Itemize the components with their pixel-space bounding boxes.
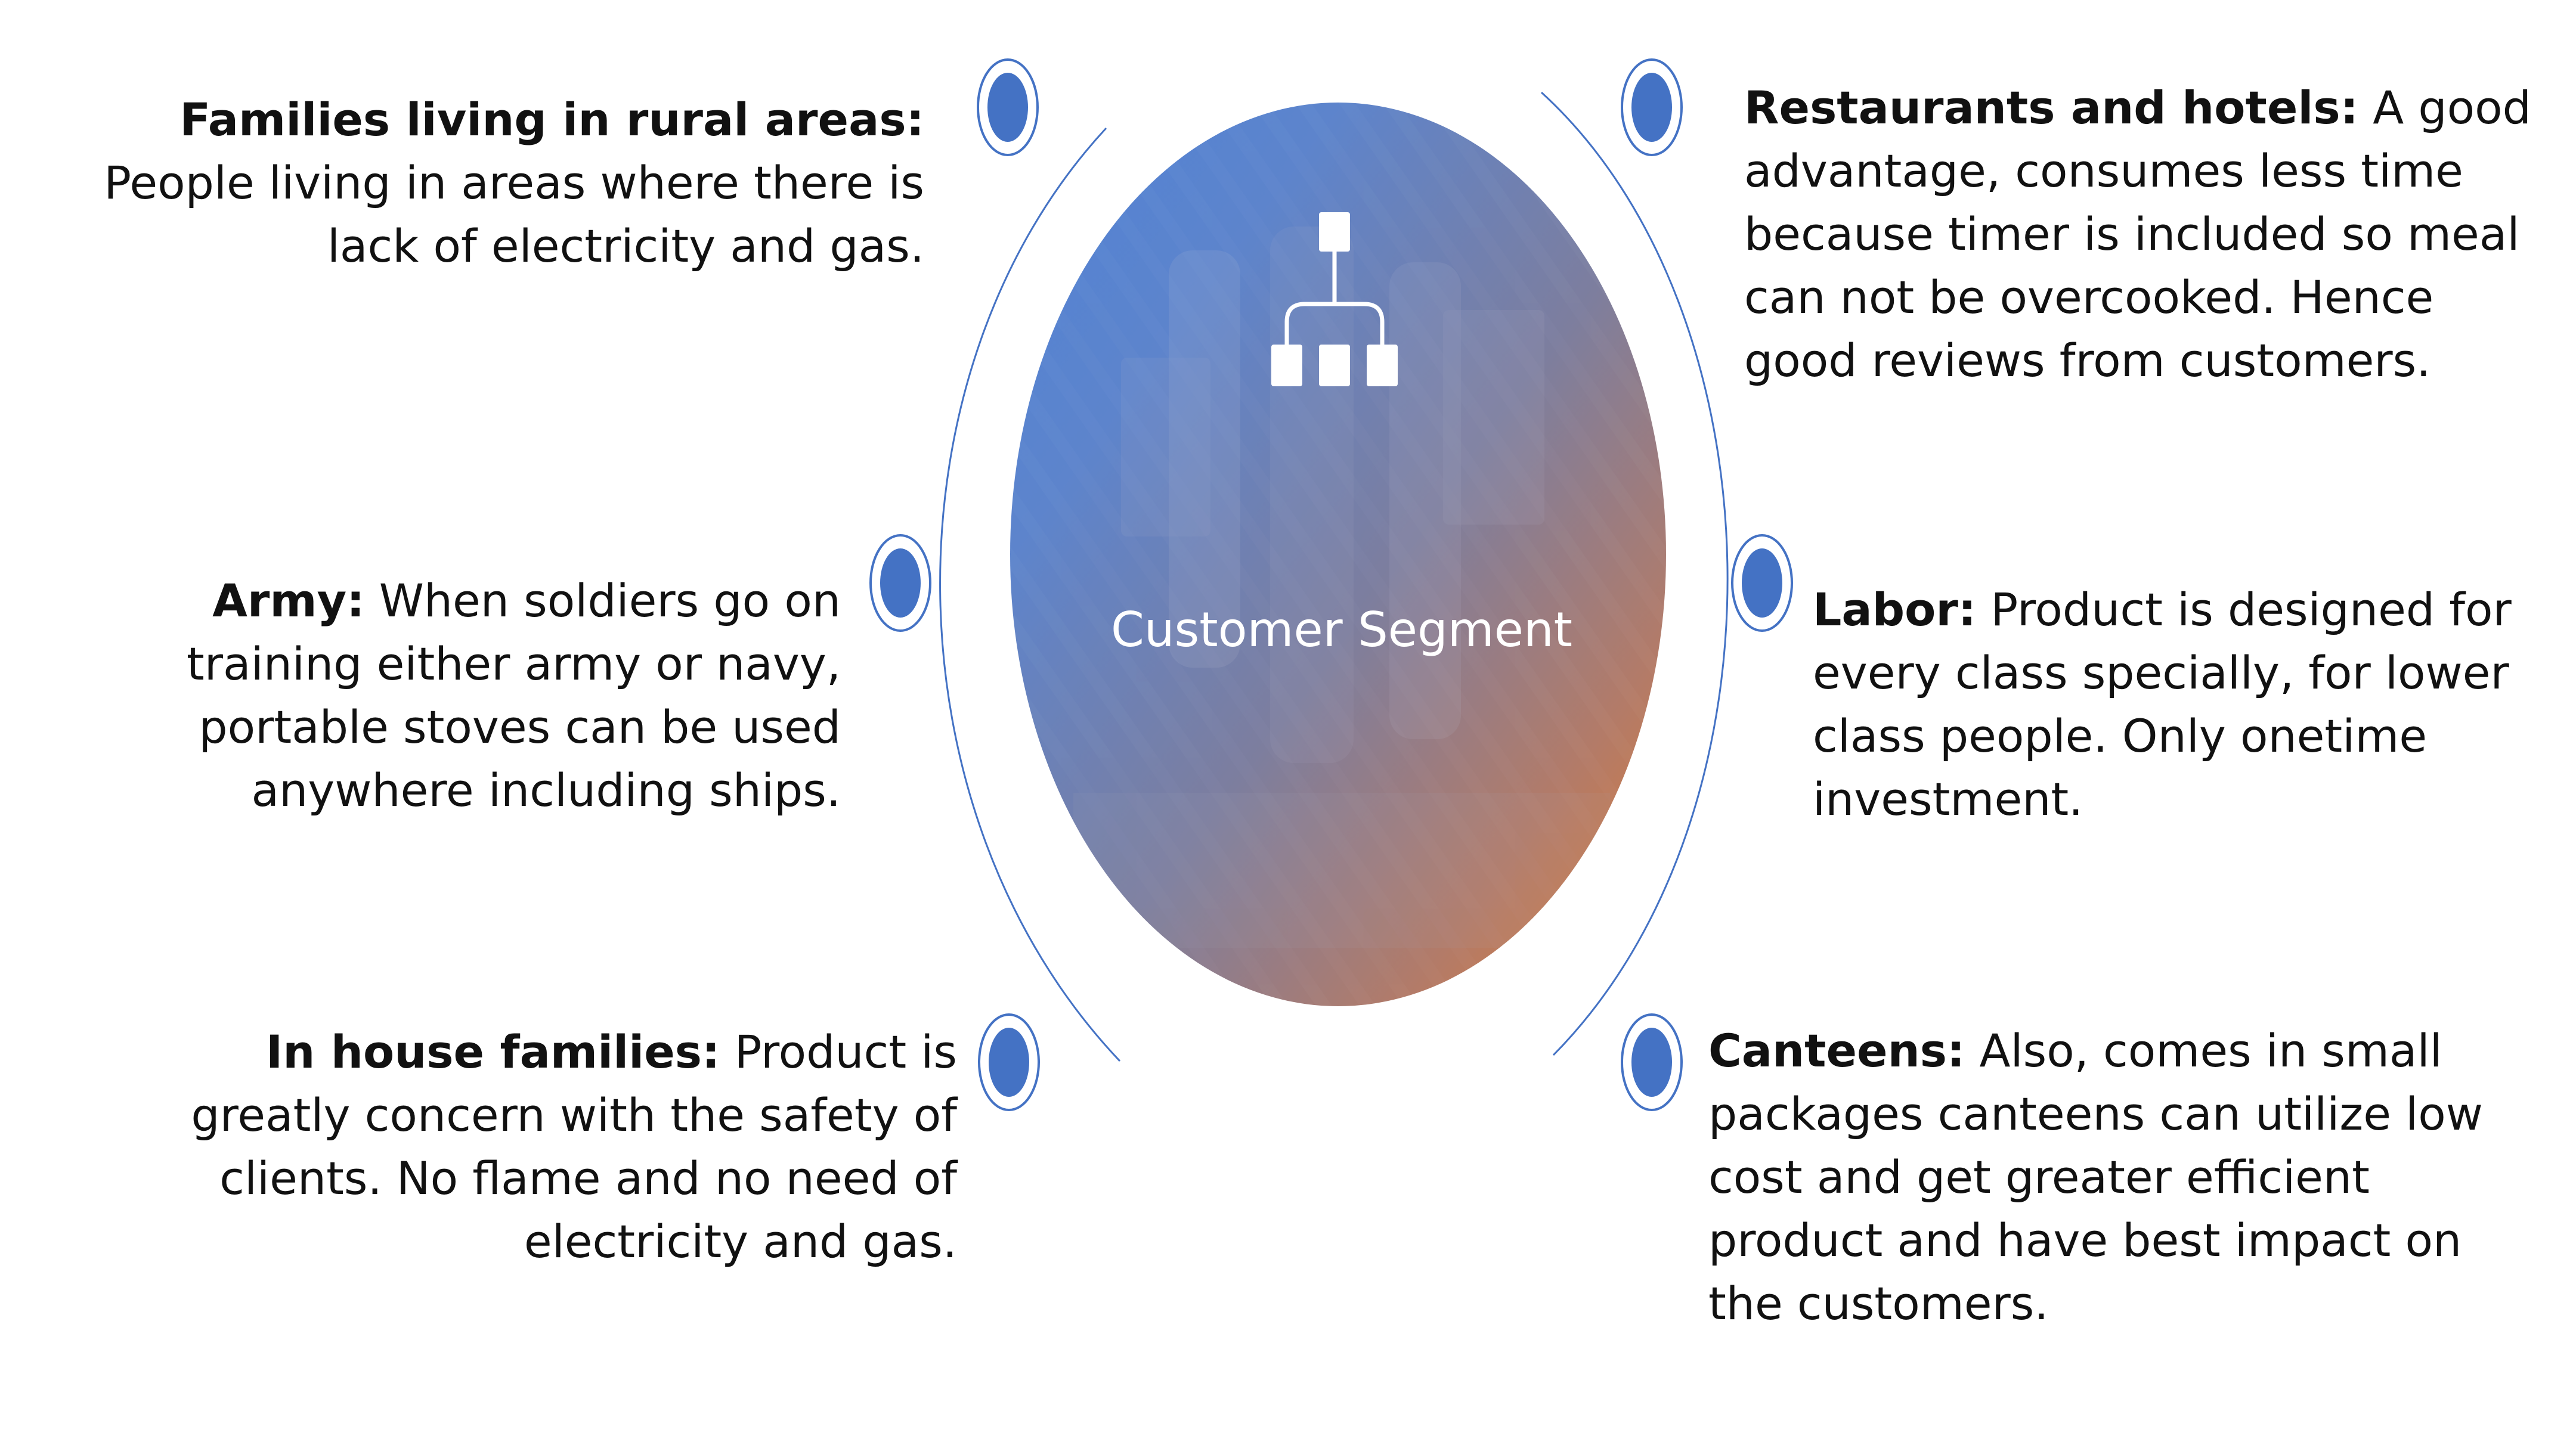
center-label: Customer Segment	[1110, 602, 1573, 658]
segment-restaurants-title: Restaurants and hotels:	[1744, 81, 2359, 134]
segment-rural-title: Families living in rural areas:	[179, 93, 924, 146]
right-arc	[1540, 91, 1729, 1056]
segment-in-house-body: Product is greatly concern with the safe…	[191, 1025, 957, 1268]
hierarchy-icon	[1271, 212, 1398, 386]
segment-rural-body: People living in areas where there is la…	[104, 156, 924, 272]
left-arc	[939, 127, 1121, 1062]
segment-army-body: When soldiers go on training either army…	[187, 574, 841, 817]
marker-labor	[1731, 534, 1793, 632]
marker-army	[869, 534, 931, 632]
segment-canteens-body: Also, comes in small packages canteens c…	[1708, 1024, 2483, 1330]
segment-restaurants: Restaurants and hotels: A good advantage…	[1744, 76, 2543, 392]
marker-rural	[977, 58, 1039, 156]
segment-labor-title: Labor:	[1813, 583, 1977, 636]
marker-restaurants	[1621, 58, 1683, 156]
segment-labor: Labor: Product is designed for every cla…	[1813, 578, 2552, 831]
segment-in-house-title: In house families:	[266, 1025, 720, 1078]
marker-canteens	[1621, 1013, 1683, 1111]
segment-canteens-title: Canteens:	[1708, 1024, 1965, 1077]
segment-army-title: Army:	[212, 574, 365, 627]
central-oval	[1010, 103, 1666, 1006]
segment-restaurants-body: A good advantage, consumes less time bec…	[1744, 81, 2531, 387]
segment-rural: Families living in rural areas: People l…	[95, 88, 924, 278]
segment-in-house: In house families: Product is greatly co…	[113, 1021, 957, 1273]
segment-canteens: Canteens: Also, comes in small packages …	[1708, 1019, 2490, 1335]
segment-army: Army: When soldiers go on training eithe…	[24, 569, 841, 822]
segment-labor-body: Product is designed for every class spec…	[1813, 583, 2512, 826]
marker-in-house	[978, 1013, 1040, 1111]
